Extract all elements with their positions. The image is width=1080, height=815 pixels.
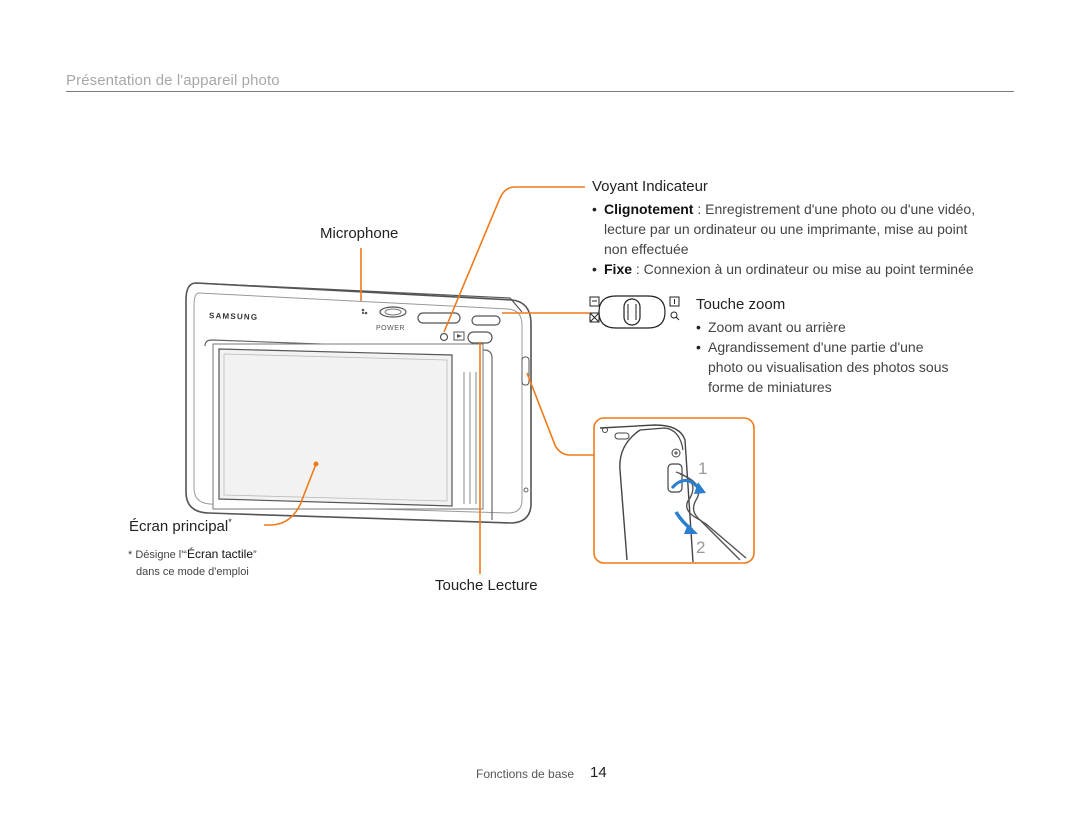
section-title: Présentation de l'appareil photo xyxy=(66,72,280,89)
voyant-item-clignotement: Clignotement : Enregistrement d'une phot… xyxy=(592,199,1012,219)
voyant-indicateur-label: Voyant Indicateur xyxy=(592,178,708,195)
camera-brand-text: SAMSUNG xyxy=(208,311,259,322)
power-label-text: POWER xyxy=(376,325,405,332)
strap-step-1: 1 xyxy=(698,459,708,478)
zoom-item-2-line2: photo ou visualisation des photos sous xyxy=(708,359,949,375)
touch-screen xyxy=(218,348,453,507)
voyant-item2-text: : Connexion à un ordinateur ou mise au p… xyxy=(632,261,974,277)
zoom-description: Zoom avant ou arrière Agrandissement d'u… xyxy=(696,317,986,397)
ecran-principal-label: Écran principal* xyxy=(129,517,232,535)
zoom-item-2-line3: forme de miniatures xyxy=(708,379,832,395)
touche-lecture-label: Touche Lecture xyxy=(435,577,538,594)
voyant-item1-term: Clignotement xyxy=(604,201,694,217)
ecran-footnote: * Désigne l'“Écran tactile” dans ce mode… xyxy=(128,546,257,581)
title-divider xyxy=(66,91,1014,92)
voyant-description: Clignotement : Enregistrement d'une phot… xyxy=(592,199,1012,279)
indicator-led xyxy=(439,332,449,342)
footnote-term: Écran tactile xyxy=(186,547,253,561)
ecran-footnote-line2: dans ce mode d'emploi xyxy=(136,566,249,578)
zoom-item-1: Zoom avant ou arrière xyxy=(696,317,986,337)
voyant-item1-line2: lecture par un ordinateur ou une imprima… xyxy=(604,221,968,237)
footer-section: Fonctions de base xyxy=(476,767,575,781)
ecran-principal-text: Écran principal xyxy=(129,518,229,535)
page-number: 14 xyxy=(590,764,607,781)
playback-button xyxy=(467,331,493,344)
leader-lines xyxy=(264,186,594,574)
voyant-item2-term: Fixe xyxy=(604,261,633,277)
footnote-suffix: ” xyxy=(253,549,257,561)
voyant-item-fixe: Fixe : Connexion à un ordinateur ou mise… xyxy=(592,259,1012,279)
voyant-item1-line3: non effectuée xyxy=(604,241,689,257)
voyant-item1-text: : Enregistrement d'une photo ou d'une vi… xyxy=(693,201,976,217)
ecran-asterisk: * xyxy=(228,517,232,527)
ecran-footnote-line1: * Désigne l'“Écran tactile” xyxy=(128,546,257,564)
touche-zoom-label: Touche zoom xyxy=(696,296,786,313)
zoom-item-2: Agrandissement d'une partie d'une xyxy=(696,337,986,357)
strap-step-2: 2 xyxy=(696,538,706,557)
microphone-label: Microphone xyxy=(320,225,399,242)
footnote-prefix: * Désigne l'“ xyxy=(128,549,187,561)
